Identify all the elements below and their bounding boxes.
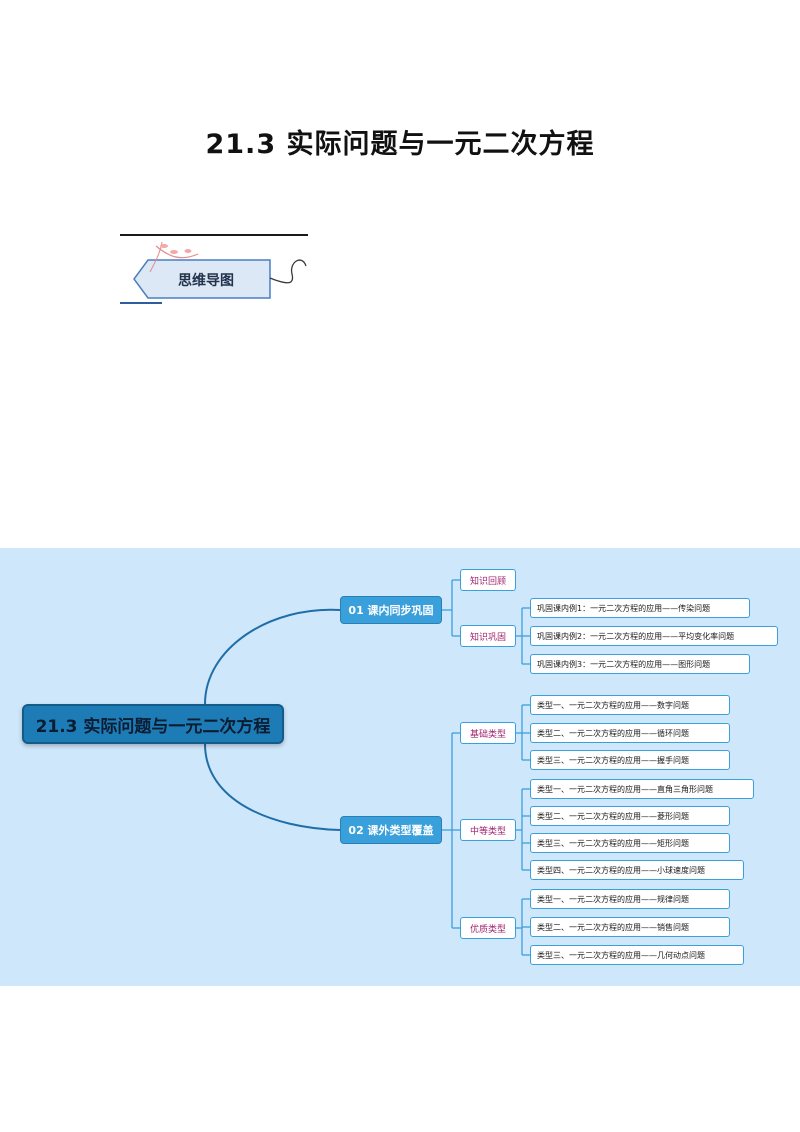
badge-top-rule	[120, 234, 308, 236]
leaf-example-2: 巩固课内例2：一元二次方程的应用——平均变化率问题	[530, 626, 778, 646]
branch-in-class-consolidation: 01 课内同步巩固	[340, 596, 442, 624]
page-title: 21.3 实际问题与一元二次方程	[205, 129, 595, 160]
leaf-intermediate-4: 类型四、一元二次方程的应用——小球速度问题	[530, 860, 744, 880]
mind-map: 21.3 实际问题与一元二次方程 01 课内同步巩固 知识回顾 知识巩固 巩固课…	[0, 548, 800, 986]
root-node: 21.3 实际问题与一元二次方程	[22, 704, 284, 744]
node-intermediate-types: 中等类型	[460, 819, 516, 841]
node-knowledge-review: 知识回顾	[460, 569, 516, 591]
node-advanced-types: 优质类型	[460, 917, 516, 939]
leaf-intermediate-3: 类型三、一元二次方程的应用——矩形问题	[530, 833, 730, 853]
leaf-advanced-1: 类型一、一元二次方程的应用——规律问题	[530, 889, 730, 909]
mind-map-badge: 思维导图	[120, 234, 320, 306]
leaf-advanced-3: 类型三、一元二次方程的应用——几何动点问题	[530, 945, 744, 965]
node-knowledge-consolidation: 知识巩固	[460, 625, 516, 647]
leaf-example-3: 巩固课内例3：一元二次方程的应用——图形问题	[530, 654, 750, 674]
badge-decoration	[133, 241, 307, 299]
branch-extracurricular-types: 02 课外类型覆盖	[340, 816, 442, 844]
badge-bottom-rule	[120, 302, 162, 304]
leaf-intermediate-1: 类型一、一元二次方程的应用——直角三角形问题	[530, 779, 754, 799]
leaf-basic-2: 类型二、一元二次方程的应用——循环问题	[530, 723, 730, 743]
node-basic-types: 基础类型	[460, 722, 516, 744]
leaf-basic-1: 类型一、一元二次方程的应用——数字问题	[530, 695, 730, 715]
leaf-advanced-2: 类型二、一元二次方程的应用——销售问题	[530, 917, 730, 937]
leaf-intermediate-2: 类型二、一元二次方程的应用——菱形问题	[530, 806, 730, 826]
leaf-example-1: 巩固课内例1：一元二次方程的应用——传染问题	[530, 598, 750, 618]
mind-map-connectors	[204, 579, 530, 956]
badge-label: 思维导图	[178, 273, 234, 289]
leaf-basic-3: 类型三、一元二次方程的应用——握手问题	[530, 750, 730, 770]
